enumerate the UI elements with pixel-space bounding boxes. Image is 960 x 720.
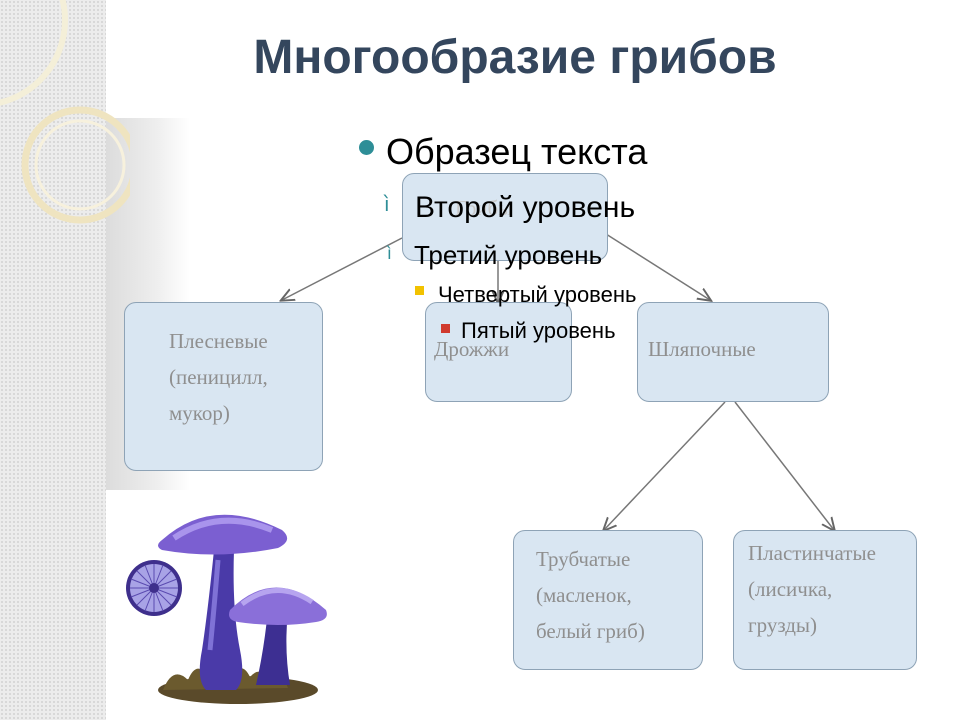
node-tubular-label: Трубчатые (масленок, белый гриб) bbox=[536, 547, 645, 643]
circle-ornament-icon bbox=[0, 0, 130, 224]
square-yellow-bullet-icon bbox=[415, 286, 424, 295]
node-lamellar-label: Пластинчатые (лисичка, грузды) bbox=[748, 541, 876, 637]
node-fungi: Грибы bbox=[402, 173, 608, 261]
edge-root-cap bbox=[605, 233, 710, 300]
node-yeasts-label: Дрожжи bbox=[434, 337, 510, 361]
bullet-level-3-icon: ì bbox=[387, 244, 392, 264]
square-red-bullet-icon bbox=[441, 324, 450, 333]
node-molds: Плесневые (пеницилл, мукор) bbox=[124, 302, 323, 471]
bullet-level-3: Третий уровень bbox=[414, 240, 603, 270]
bullet-level-1: Образец текста bbox=[386, 131, 648, 172]
node-molds-label: Плесневые (пеницилл, мукор) bbox=[169, 329, 268, 425]
node-cap-label: Шляпочные bbox=[648, 337, 756, 361]
bullet-level-4: Четвертый уровень bbox=[438, 282, 637, 307]
bullet-dot-icon bbox=[359, 140, 374, 155]
bullet-level-2: Второй уровень bbox=[415, 191, 636, 224]
mushroom-illustration-icon bbox=[126, 514, 327, 704]
node-lamellar: Пластинчатые (лисичка, грузды) bbox=[733, 530, 917, 670]
node-tubular: Трубчатые (масленок, белый гриб) bbox=[513, 530, 703, 670]
edge-root-molds bbox=[282, 237, 403, 300]
edge-cap-tubular bbox=[604, 401, 726, 530]
slide-title: Многообразие грибов bbox=[253, 31, 777, 84]
bullet-level-2-icon: ì bbox=[384, 192, 390, 216]
node-yeasts: Дрожжи bbox=[425, 302, 572, 402]
node-cap-mushrooms: Шляпочные bbox=[637, 302, 829, 402]
node-fungi-label: Грибы bbox=[455, 196, 513, 220]
bullet-level-5: Пятый уровень bbox=[461, 318, 616, 343]
edge-cap-lamellar bbox=[734, 401, 834, 530]
